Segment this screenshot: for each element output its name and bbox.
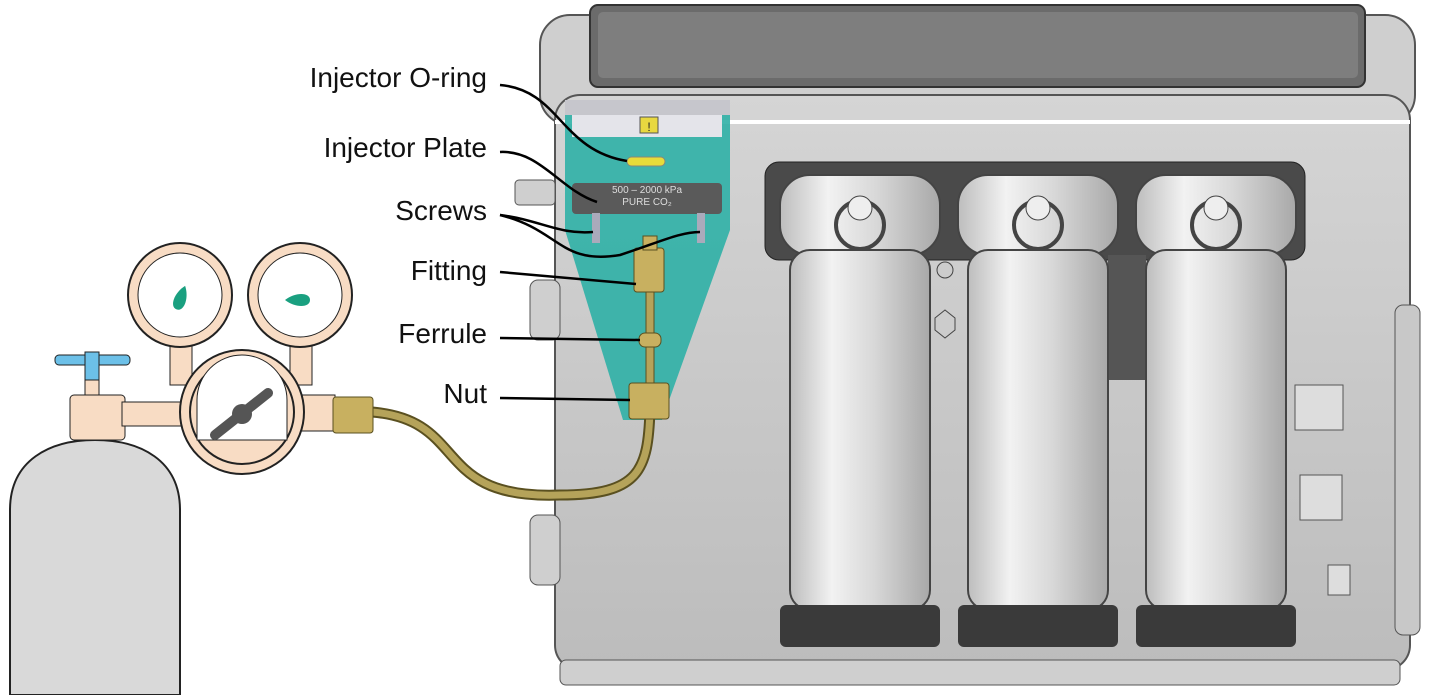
fitting xyxy=(633,247,665,293)
label-fitting: Fitting xyxy=(410,255,487,286)
injector-oring xyxy=(626,156,666,167)
nut xyxy=(628,382,670,420)
canister-1 xyxy=(779,174,941,647)
label-injector-plate: Injector Plate xyxy=(323,132,487,163)
warning-icon xyxy=(639,116,659,134)
injector-plate xyxy=(572,183,722,214)
injector-plate-text: 500 – 2000 kPa PURE CO₂ xyxy=(611,185,683,208)
ferrule xyxy=(638,332,662,348)
canister-2 xyxy=(957,174,1119,647)
pressure-regulator xyxy=(127,242,374,475)
svg-text:!: ! xyxy=(647,120,650,134)
filter-canisters xyxy=(779,174,1297,647)
label-ferrule: Ferrule xyxy=(398,318,487,349)
co2-cylinder xyxy=(9,351,183,695)
label-screws: Screws xyxy=(395,195,487,226)
canister-3 xyxy=(1135,174,1297,647)
label-nut: Nut xyxy=(443,378,487,409)
label-injector-oring: Injector O-ring xyxy=(309,62,487,93)
leader-lines xyxy=(499,83,701,402)
